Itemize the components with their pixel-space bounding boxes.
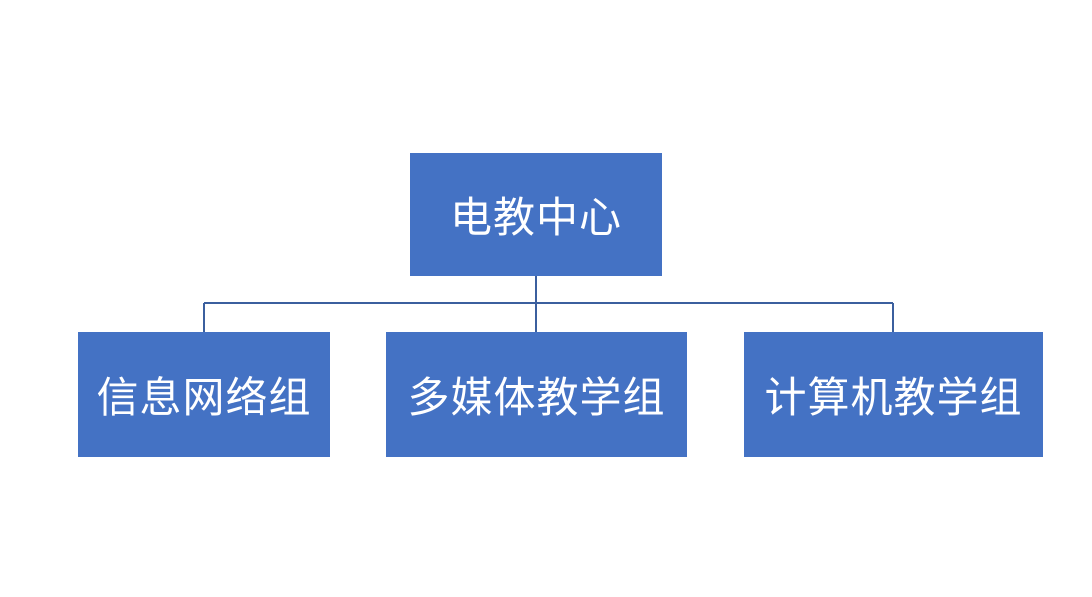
- org-node-child-3: 计算机教学组: [744, 332, 1043, 457]
- org-node-child-2: 多媒体教学组: [386, 332, 687, 457]
- org-node-child-1: 信息网络组: [78, 332, 330, 457]
- org-node-root: 电教中心: [410, 153, 662, 276]
